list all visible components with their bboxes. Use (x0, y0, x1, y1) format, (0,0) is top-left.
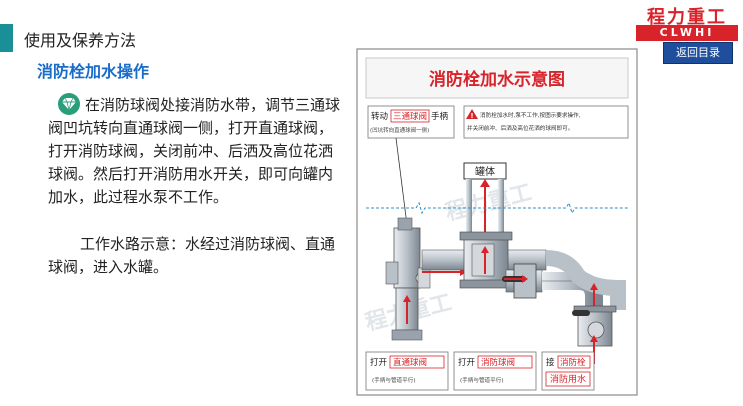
brand-logo: 程力重工 CLWHI (636, 3, 738, 41)
diagram-title-box (365, 57, 629, 99)
warning-icon (466, 109, 478, 119)
logo-cn-text: 程力重工 (647, 7, 727, 28)
svg-text:!: ! (470, 112, 473, 120)
instruction-text: 在消防球阀处接消防水带，调节三通球阀凹坑转向直通球阀一侧，打开直通球阀，打开消防… (48, 94, 340, 279)
svg-text:消防栓: 消防栓 (560, 357, 586, 368)
section-title: 使用及保养方法 (24, 31, 137, 50)
diagram-title: 消防栓加水示意图 (429, 69, 565, 90)
water-path-paragraph: 工作水路示意：水经过消防球阀、直通球阀，进入水罐。 (48, 235, 336, 276)
fire-hydrant-refill-diagram: 消防栓加水示意图 程力重工 程力重工 转动 三通球阀 手柄 (凹坑转向直通球阀一… (356, 48, 638, 396)
tank-label: 罐体 (475, 165, 495, 178)
svg-text:直通球阀: 直通球阀 (393, 357, 427, 368)
warning-line-2: 并关闭前冲、后洒及高位花洒的球阀即可。 (467, 124, 573, 132)
rotate-valve: 三通球阀 (393, 111, 427, 122)
instruction-paragraph: 在消防球阀处接消防水带，调节三通球阀凹坑转向直通球阀一侧，打开直通球阀，打开消防… (48, 96, 341, 206)
rotate-suffix: 手柄 (431, 111, 449, 122)
warning-line-1: 消防栓加水时,泵不工作,按图示要求操作, (480, 111, 581, 119)
diamond-bullet-icon (58, 93, 80, 115)
back-to-contents-button[interactable]: 返回目录 (663, 42, 733, 64)
rotate-note: (凹坑转向直通球阀一侧) (370, 126, 429, 134)
tank-water-level (366, 201, 628, 215)
section-accent-bar (0, 24, 13, 52)
svg-text:打开: 打开 (370, 357, 388, 368)
svg-text:接: 接 (546, 357, 555, 368)
fire-ball-valve-handle (572, 310, 590, 316)
logo-en-text: CLWHI (636, 25, 738, 41)
svg-text:消防用水: 消防用水 (550, 373, 586, 385)
warning-box (463, 105, 629, 139)
top-bar: 使用及保养方法 程力重工 CLWHI 返回目录 (0, 0, 743, 64)
page-subtitle: 消防栓加水操作 (37, 62, 150, 81)
svg-text:(手柄与管道平行): (手柄与管道平行) (460, 376, 504, 384)
svg-text:消防球阀: 消防球阀 (481, 357, 515, 368)
svg-text:打开: 打开 (458, 357, 476, 368)
rotate-prefix: 转动 (371, 111, 389, 122)
svg-text:(手柄与管道平行): (手柄与管道平行) (372, 376, 416, 384)
